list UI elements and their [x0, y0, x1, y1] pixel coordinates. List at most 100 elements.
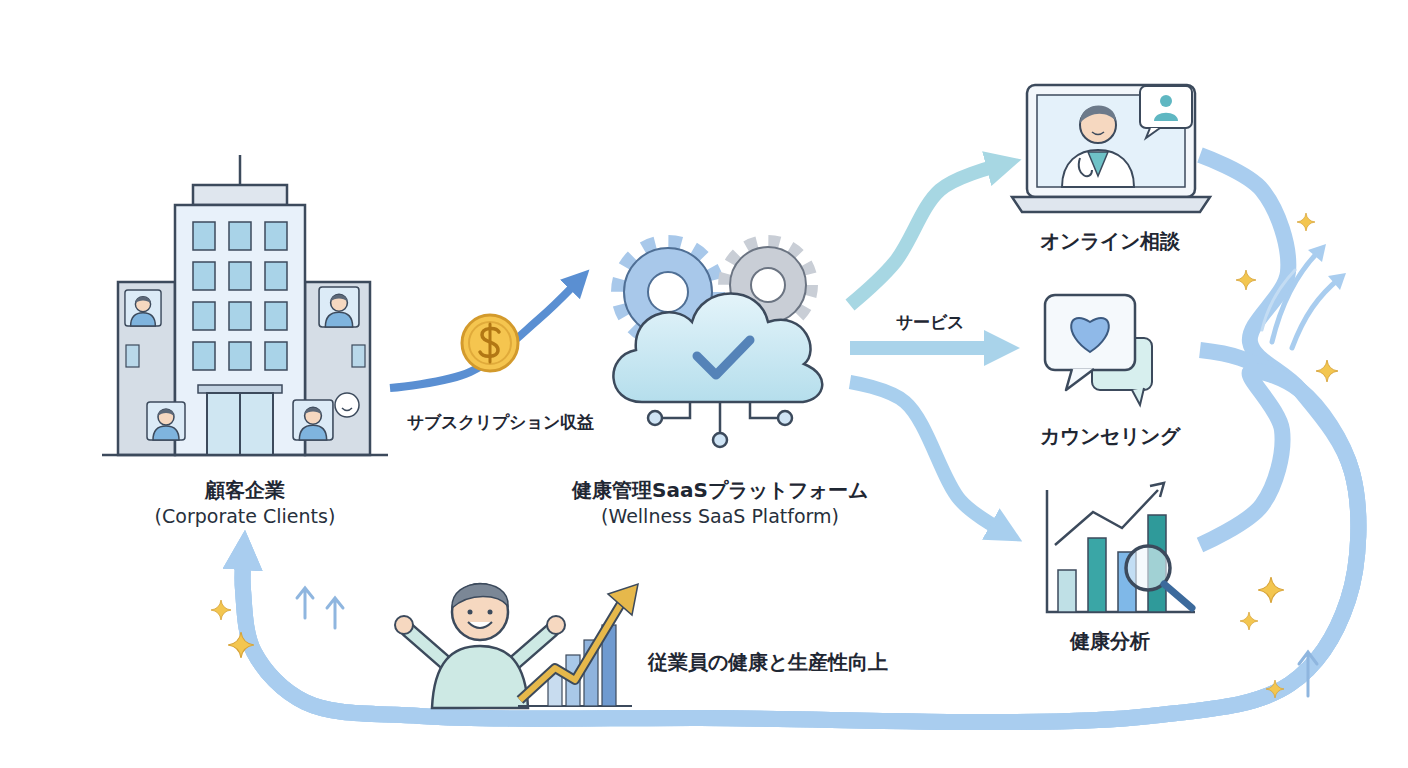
uplift-arrows [1262, 270, 1295, 330]
uplift-arrows [327, 598, 343, 628]
node-sublabel: (Corporate Clients) [155, 504, 336, 530]
office-building [147, 402, 185, 440]
happy-employee [513, 630, 552, 664]
flow-arrow [243, 350, 1359, 722]
office-building [207, 393, 273, 455]
office-building [265, 222, 287, 250]
growth-chart-icon [608, 584, 638, 615]
sparkle [1236, 270, 1256, 290]
health-chart-icon [1058, 570, 1076, 612]
health-chart-icon [1047, 483, 1195, 612]
platform-gears [648, 272, 688, 312]
office-building [193, 185, 287, 205]
happy-employee [452, 584, 508, 608]
platform-gears [751, 268, 785, 302]
uplift-arrows [1308, 244, 1326, 262]
uplift-arrows [1272, 250, 1320, 342]
office-building [229, 302, 251, 330]
counseling-bubbles-icon [1045, 295, 1152, 405]
happy-employee [408, 630, 447, 664]
flow-arrow [850, 341, 989, 355]
office-building [335, 393, 359, 417]
happy-employee [395, 584, 565, 708]
counseling-bubbles-icon [1132, 388, 1144, 405]
illustrated-node: オンライン相談 [1020, 80, 1200, 255]
office-building [193, 262, 215, 290]
office-building [126, 345, 139, 367]
happy-employee [432, 646, 528, 708]
laptop-doctor-icon [1012, 197, 1210, 212]
revenue-coin [462, 315, 518, 371]
office-building [265, 262, 287, 290]
happy-employee [513, 630, 552, 664]
happy-employee [468, 610, 473, 615]
sparkle [228, 632, 254, 658]
cloud-platform [613, 294, 822, 403]
revenue-coin [469, 322, 511, 364]
office-building [229, 262, 251, 290]
office-building [229, 342, 251, 370]
uplift-arrows [297, 588, 313, 618]
laptop-doctor-icon [1154, 113, 1178, 121]
revenue-coin [489, 324, 492, 362]
happy-employee [395, 616, 413, 634]
illustrated-node: 健康管理SaaSプラットフォーム(Wellness SaaS Platform) [590, 240, 850, 530]
office-building [342, 408, 352, 411]
happy-employee [547, 616, 565, 634]
office-building [319, 287, 359, 327]
cloud-platform [613, 294, 822, 448]
illustrated-node: カウンセリング [1020, 290, 1200, 450]
sparkle [1297, 213, 1315, 231]
office-building [125, 290, 161, 326]
edge-label: サービス [896, 311, 964, 334]
uplift-arrows [1299, 652, 1317, 696]
cloud-platform [648, 411, 662, 425]
sparkle [1240, 612, 1258, 630]
growth-chart-icon [520, 602, 622, 700]
node-label: 健康管理SaaSプラットフォーム [572, 476, 868, 504]
node-label: 顧客企業 [205, 476, 285, 504]
uplift-arrows [1328, 273, 1346, 290]
office-building [198, 385, 282, 393]
office-building [102, 155, 388, 455]
uplift-arrows [297, 244, 1346, 696]
node-label: 健康分析 [1070, 627, 1150, 655]
cloud-platform [662, 400, 778, 433]
laptop-doctor-icon [1080, 105, 1116, 123]
laptop-doctor-icon [1146, 128, 1160, 138]
laptop-doctor-icon [1079, 158, 1092, 176]
flow-arrow [850, 382, 996, 527]
health-chart-icon [1164, 584, 1192, 608]
counseling-bubbles-icon [1066, 369, 1094, 390]
happy-employee [488, 610, 493, 615]
flow-arrow [243, 371, 1359, 722]
office-building [265, 302, 287, 330]
illustrated-node: 顧客企業(Corporate Clients) [100, 150, 390, 530]
happy-employee [452, 584, 508, 640]
office-building [193, 342, 215, 370]
cloud-platform [697, 340, 750, 375]
office-building [239, 393, 241, 455]
revenue-coin [462, 315, 518, 371]
laptop-doctor-icon [1092, 132, 1104, 135]
laptop-doctor-icon [1062, 150, 1134, 187]
uplift-arrows [1292, 278, 1340, 348]
health-chart-icon [1055, 490, 1158, 545]
laptop-doctor-icon [1160, 95, 1172, 107]
office-building [175, 205, 305, 455]
office-building [293, 400, 333, 440]
sparkle [1266, 680, 1284, 698]
health-chart-icon [1047, 490, 1195, 612]
counseling-bubbles-icon [1045, 295, 1135, 370]
laptop-doctor-icon [1027, 85, 1195, 197]
node-label: カウンセリング [1040, 422, 1180, 450]
office-building [229, 222, 251, 250]
office-building [193, 222, 215, 250]
health-chart-icon [1150, 483, 1164, 497]
sparkle [1316, 360, 1338, 382]
office-building [265, 342, 287, 370]
flow-arrow [390, 286, 573, 388]
sparkle [1258, 577, 1284, 603]
